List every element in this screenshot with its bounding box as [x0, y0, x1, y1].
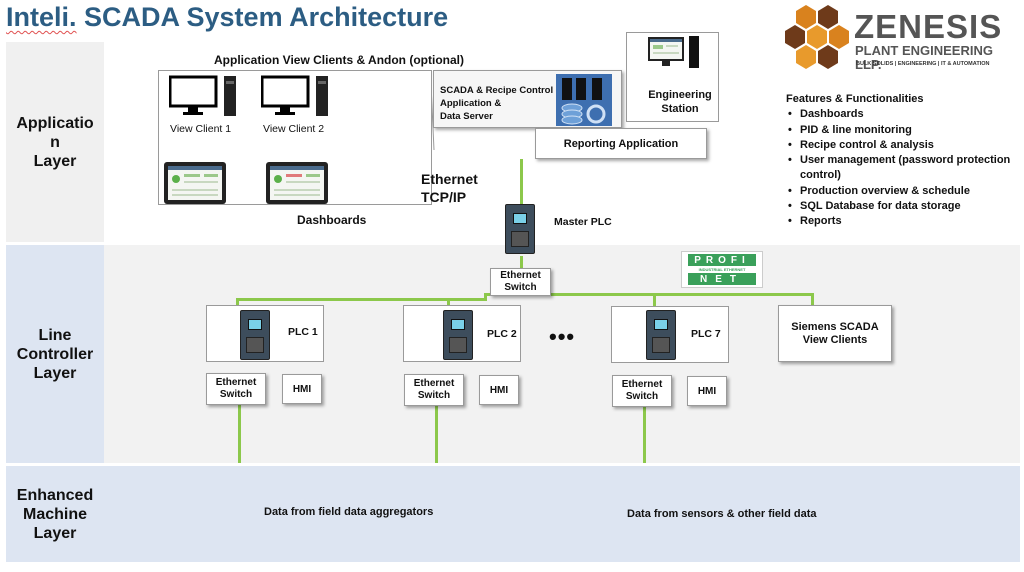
page-title: Inteli. SCADA System Architecture	[6, 2, 448, 33]
title-brand: Inteli.	[6, 2, 77, 32]
network-link	[236, 298, 485, 301]
features-list: Features & Functionalities Dashboards PI…	[786, 92, 1016, 230]
title-rest: SCADA System Architecture	[76, 2, 449, 32]
hexagon-logo-icon	[785, 5, 849, 69]
logo-name: ZENESIS	[854, 8, 1003, 45]
dashboard-tablet-icon	[266, 162, 328, 204]
engineering-workstation-icon	[648, 36, 699, 68]
dashboards-label: Dashboards	[297, 213, 367, 227]
network-link	[236, 298, 239, 306]
features-heading: Features & Functionalities	[786, 93, 924, 105]
feature-item: Dashboards	[786, 107, 1016, 123]
network-link	[435, 405, 438, 463]
master-plc-icon	[505, 204, 535, 254]
clients-heading: Application View Clients & Andon (option…	[214, 53, 464, 67]
company-logo: ZENESIS PLANT ENGINEERING LLP. BULK SOLI…	[778, 0, 1022, 76]
feature-item: PID & line monitoring	[786, 123, 1016, 139]
network-link	[484, 293, 487, 301]
feature-item: Production overview & schedule	[786, 184, 1016, 200]
monitor-icon	[261, 75, 328, 116]
database-server-icon	[556, 74, 612, 126]
hmi-7: HMI	[687, 376, 727, 406]
feature-item: SQL Database for data storage	[786, 199, 1016, 215]
logo-tagline: BULK SOLIDS | ENGINEERING | IT & AUTOMAT…	[856, 61, 990, 67]
field-sensors-label: Data from sensors & other field data	[627, 508, 817, 520]
network-link	[238, 405, 241, 463]
enhanced-machine-band	[104, 466, 1020, 562]
feature-item: Recipe control & analysis	[786, 138, 1016, 154]
master-plc-label: Master PLC	[554, 216, 612, 228]
network-link	[520, 256, 523, 268]
hmi-2: HMI	[479, 375, 519, 405]
monitor-icon	[169, 75, 236, 116]
plc-2-label: PLC 2	[487, 328, 517, 340]
network-link	[484, 293, 813, 296]
plc-icon	[240, 310, 270, 360]
feature-item: User management (password protection con…	[786, 153, 1016, 184]
reporting-application-box: Reporting Application	[535, 128, 707, 159]
view-client-2-label: View Client 2	[263, 123, 325, 135]
network-link	[811, 293, 814, 305]
plc-icon	[443, 310, 473, 360]
view-client-1-label: View Client 1	[170, 123, 232, 135]
hmi-1: HMI	[282, 374, 322, 404]
more-plcs-dots: •••	[549, 324, 576, 349]
network-link	[447, 298, 450, 306]
plc-1-label: PLC 1	[288, 326, 318, 338]
plc-icon	[646, 310, 676, 360]
dashboard-tablet-icon	[164, 162, 226, 204]
network-link	[643, 406, 646, 463]
callout-connector	[431, 84, 435, 150]
plc-7-label: PLC 7	[691, 328, 721, 340]
profinet-bottom-text: NET	[688, 273, 756, 285]
field-aggregators-label: Data from field data aggregators	[264, 506, 434, 518]
profinet-top-text: PROFI	[688, 254, 756, 266]
network-link	[520, 159, 523, 204]
feature-item: Reports	[786, 214, 1016, 230]
network-link	[653, 293, 656, 306]
profinet-logo: PROFI INDUSTRIAL ETHERNET NET	[681, 251, 763, 288]
logo-subtitle: PLANT ENGINEERING LLP.	[855, 43, 993, 72]
profinet-sub-text: INDUSTRIAL ETHERNET	[698, 266, 746, 272]
